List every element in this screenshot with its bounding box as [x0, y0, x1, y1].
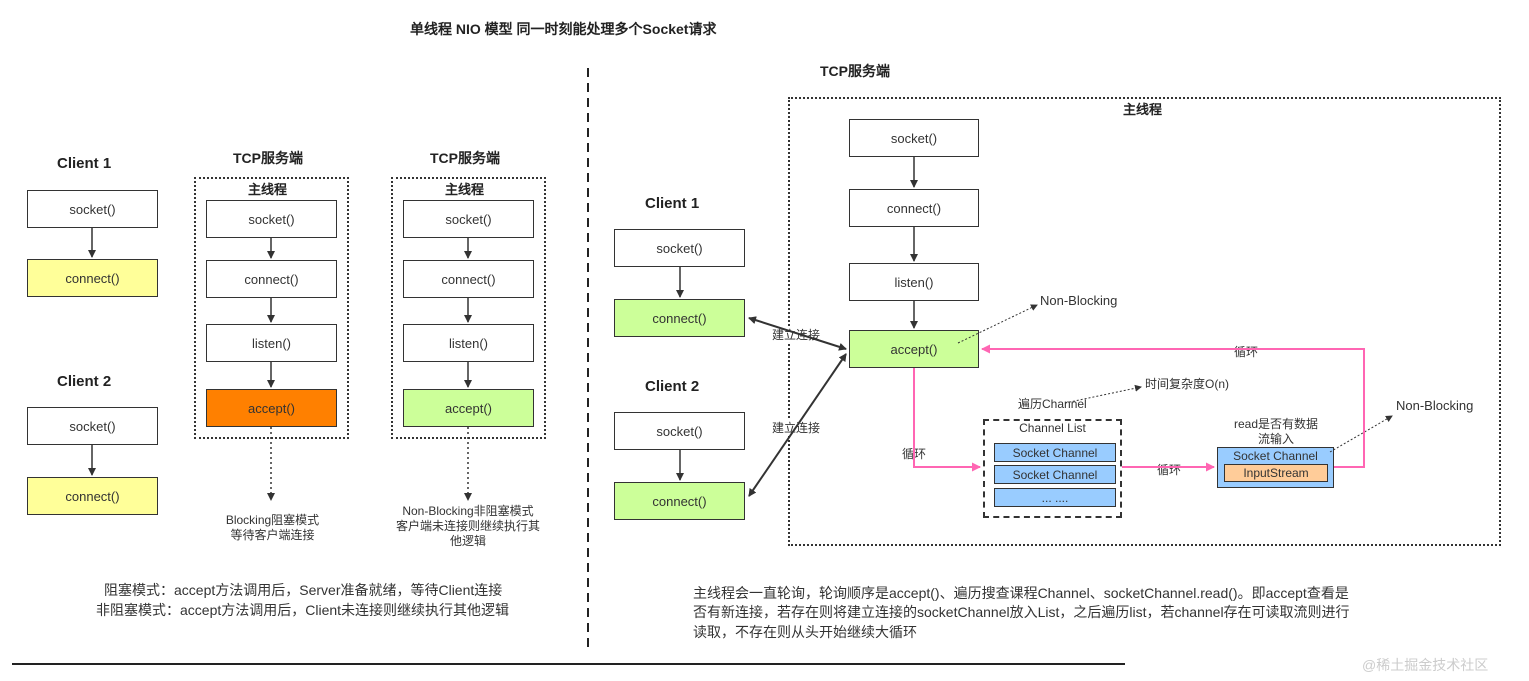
non-blocking-label-1: Non-Blocking — [1040, 293, 1118, 308]
channel-list-item-1: Socket Channel — [994, 443, 1116, 462]
right-listen-box: listen() — [849, 263, 979, 301]
blocking-note-2: 等待客户端连接 — [230, 528, 315, 542]
server-b-connect-box: connect() — [403, 260, 534, 298]
server-a-connect-box: connect() — [206, 260, 337, 298]
client2-socket-box: socket() — [27, 407, 158, 445]
right-client1-connect-box: connect() — [614, 299, 745, 337]
right-accept-box: accept() — [849, 330, 979, 368]
server-b-socket-box: socket() — [403, 200, 534, 238]
iterate-channel-label: 遍历Channel — [1018, 397, 1087, 411]
right-main-thread: 主线程 — [1123, 102, 1163, 117]
client1-title: Client 1 — [57, 155, 112, 172]
server-a-title: TCP服务端 — [233, 150, 303, 166]
right-socket-box: socket() — [849, 119, 979, 157]
right-desc-1: 主线程会一直轮询，轮询顺序是accept()、遍历搜查课程Channel、soc… — [693, 585, 1349, 601]
server-b-title: TCP服务端 — [430, 150, 500, 166]
nonblocking-note-2: 客户端未连接则继续执行其 — [395, 519, 540, 533]
server-a-main-thread: 主线程 — [248, 182, 288, 197]
right-client2-socket-box: socket() — [614, 412, 745, 450]
channel-list-item-2: Socket Channel — [994, 465, 1116, 484]
right-desc-2: 否有新连接，若存在则将建立连接的socketChannel放入List，之后遍历… — [693, 604, 1350, 620]
nonblocking-note-3: 他逻辑 — [449, 534, 486, 548]
complexity-label: 时间复杂度O(n) — [1145, 377, 1230, 391]
page-title: 单线程 NIO 模型 同一时刻能处理多个Socket请求 — [410, 21, 717, 37]
right-client1-socket-box: socket() — [614, 229, 745, 267]
read-check-1: read是否有数据 — [1233, 417, 1319, 431]
client1-connect-box: connect() — [27, 259, 158, 297]
server-a-socket-box: socket() — [206, 200, 337, 238]
left-desc-1: 阻塞模式：accept方法调用后，Server准备就绪，等待Client连接 — [104, 582, 503, 598]
right-connect-box: connect() — [849, 189, 979, 227]
input-stream-box: InputStream — [1224, 464, 1328, 482]
blocking-note-1: Blocking阻塞模式 — [225, 513, 320, 527]
server-a-listen-box: listen() — [206, 324, 337, 362]
client1-socket-box: socket() — [27, 190, 158, 228]
channel-list-frame — [983, 419, 1122, 518]
server-b-main-thread: 主线程 — [445, 182, 485, 197]
right-client1-title: Client 1 — [645, 195, 700, 212]
server-b-accept-box: accept() — [403, 389, 534, 427]
non-blocking-label-2: Non-Blocking — [1396, 398, 1474, 413]
server-b-listen-box: listen() — [403, 324, 534, 362]
right-client2-title: Client 2 — [645, 378, 700, 395]
left-desc-2: 非阻塞模式：accept方法调用后，Client未连接则继续执行其他逻辑 — [96, 602, 510, 618]
server-a-accept-box: accept() — [206, 389, 337, 427]
client2-connect-box: connect() — [27, 477, 158, 515]
socket-channel-label: Socket Channel — [1233, 449, 1318, 463]
client2-title: Client 2 — [57, 373, 112, 390]
watermark: @稀土掘金技术社区 — [1362, 657, 1489, 673]
right-server-title: TCP服务端 — [820, 63, 890, 79]
nonblocking-note-1: Non-Blocking非阻塞模式 — [402, 504, 534, 518]
channel-list-item-3: ... .... — [994, 488, 1116, 507]
read-check-2: 流输入 — [1257, 432, 1294, 446]
channel-list-title: Channel List — [1019, 421, 1086, 435]
right-client2-connect-box: connect() — [614, 482, 745, 520]
right-desc-3: 读取，不存在则从头开始继续大循环 — [693, 624, 917, 640]
